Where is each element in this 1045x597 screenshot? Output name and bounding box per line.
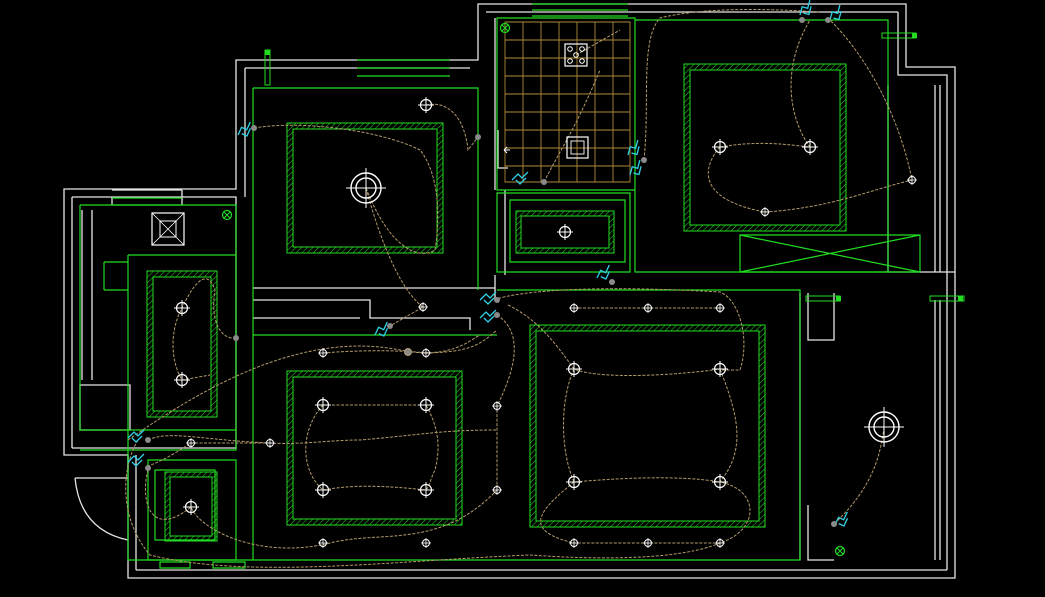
- ac-outlet-icon: [264, 32, 965, 302]
- ceiling-frames: [79, 3, 921, 569]
- wiring: [125, 9, 913, 568]
- light-fixtures: [173, 96, 918, 549]
- vent-fixtures: [151, 22, 965, 557]
- kitchen-tiles: [504, 21, 631, 183]
- smoke-detector-icon: [221, 22, 846, 557]
- exterior-walls: [63, 3, 956, 579]
- pendant-light-bedroom: [345, 167, 387, 209]
- interior-walls: [74, 18, 955, 561]
- recess-frames: [146, 63, 847, 542]
- ceiling-fan-vent-icon: [564, 43, 588, 67]
- pendant-light-balcony: [863, 406, 905, 448]
- vent-fan-icon: [151, 212, 185, 246]
- exhaust-box-icon: [566, 136, 589, 159]
- junction-nodes: [145, 17, 837, 527]
